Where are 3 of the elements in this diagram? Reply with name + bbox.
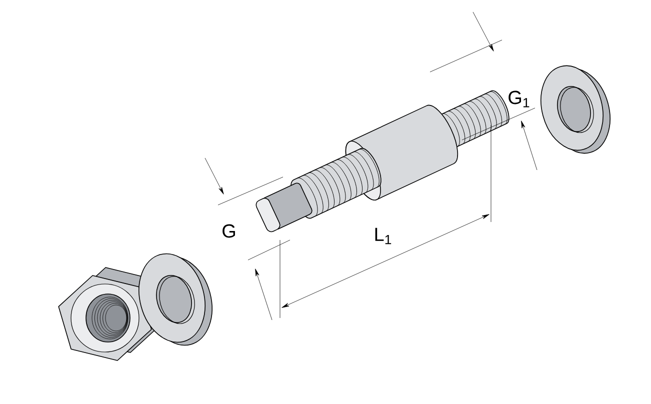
dimension-label: L$_{1}$ (375, 228, 392, 244)
dimension-label: G (222, 224, 235, 238)
dimension-label: G$_{1}$ (508, 90, 530, 108)
